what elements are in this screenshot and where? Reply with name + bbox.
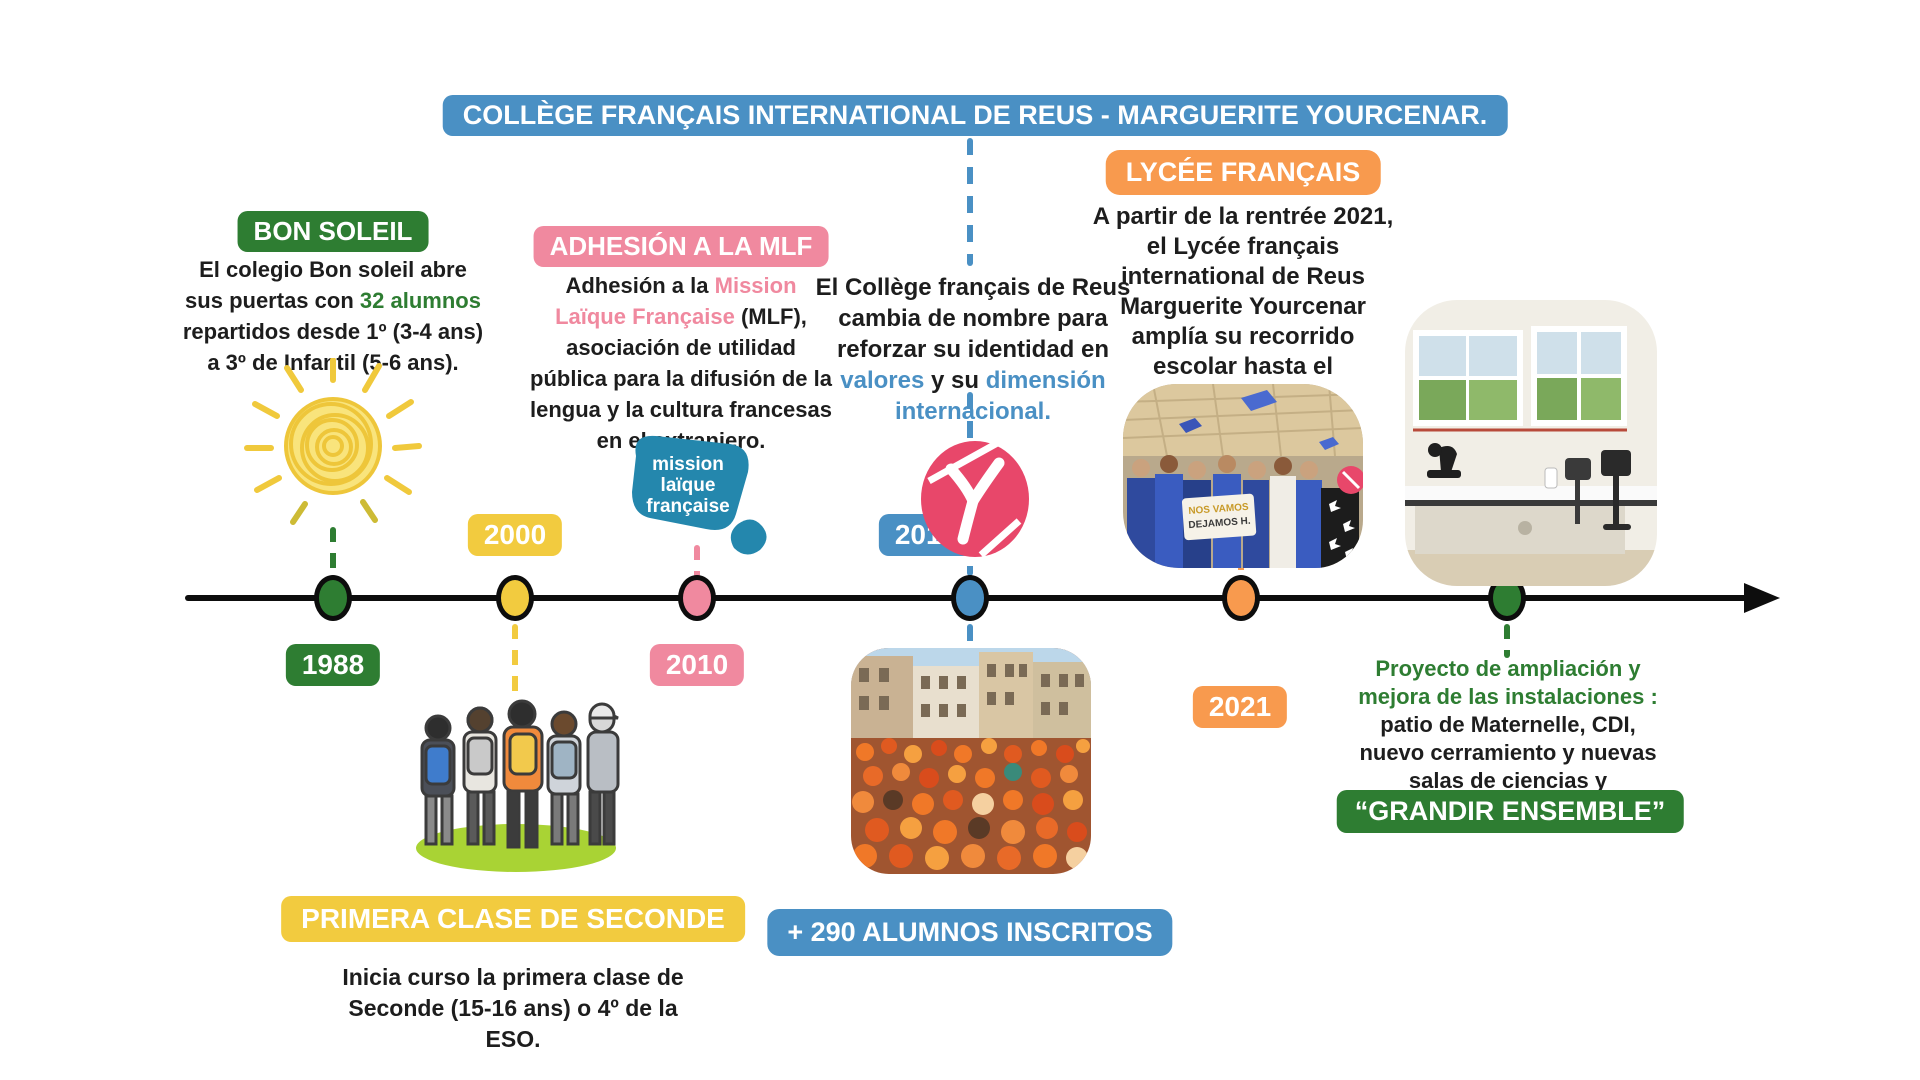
svg-text:mission: mission (652, 454, 724, 475)
connector-2017-top (967, 138, 973, 266)
yourcenar-logo (915, 435, 1035, 563)
year-badge-2010: 2010 (649, 644, 745, 686)
mlf-logo: mission laïque française (612, 428, 780, 560)
svg-text:DEJAMOS H.: DEJAMOS H. (1188, 516, 1251, 531)
connector-2010 (694, 545, 700, 579)
connector-1988 (330, 527, 336, 579)
badge-adhesion-mlf: ADHESIÓN A LA MLF (533, 226, 829, 267)
paragraph-2000: Inicia curso la primera clase de Seconde… (342, 964, 684, 1052)
badge-primera-clase: PRIMERA CLASE DE SECONDE (281, 896, 745, 942)
main-title-badge: COLLÈGE FRANÇAIS INTERNATIONAL DE REUS -… (442, 95, 1508, 136)
connector-2022 (1504, 624, 1510, 658)
year-badge-2000: 2000 (467, 514, 563, 556)
connector-2000 (512, 624, 518, 696)
crowd-photo (851, 648, 1091, 874)
badge-bon-soleil: BON SOLEIL (237, 211, 429, 252)
paragraph-2017: El Collège français de Reus cambia de no… (815, 274, 1131, 425)
sun-illustration (243, 358, 423, 532)
timeline-dot-2000 (496, 575, 534, 621)
timeline-dot-2021 (1222, 575, 1260, 621)
year-badge-2021: 2021 (1192, 686, 1288, 728)
svg-text:française: française (646, 496, 729, 517)
connector-2021 (1238, 558, 1244, 580)
badge-lycee-francais: LYCÉE FRANÇAIS (1105, 150, 1381, 195)
svg-text:laïque: laïque (661, 475, 716, 496)
graduation-photo: NOS VAMOS DEJAMOS H. (1123, 384, 1363, 568)
badge-grandir-ensemble: “GRANDIR ENSEMBLE” (1336, 790, 1684, 833)
timeline-dot-1988 (314, 575, 352, 621)
students-illustration (404, 680, 628, 878)
laboratory-photo (1405, 300, 1657, 586)
timeline-arrow-icon (1744, 583, 1780, 613)
paragraph-1988: El colegio Bon soleil abre sus puertas c… (182, 257, 484, 375)
timeline-dot-2010 (678, 575, 716, 621)
badge-290-alumnos: + 290 ALUMNOS INSCRITOS (767, 909, 1173, 956)
year-badge-1988: 1988 (285, 644, 381, 686)
connector-2017-bottom (967, 624, 973, 650)
svg-text:NOS VAMOS: NOS VAMOS (1188, 502, 1249, 517)
timeline-dot-2017 (951, 575, 989, 621)
paragraph-2010: Adhesión a la Mission Laïque Française (… (529, 273, 833, 453)
